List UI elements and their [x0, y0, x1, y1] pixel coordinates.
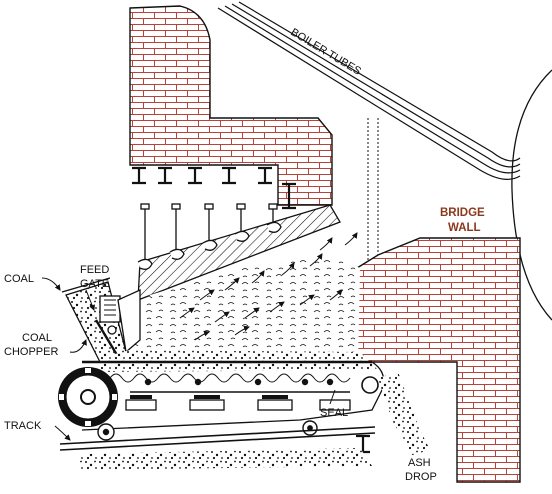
- boiler-tubes: [217, 1, 521, 180]
- coal-chopper-label-line2: CHOPPER: [4, 346, 58, 358]
- feed-gate-label-line2: GATE: [80, 278, 109, 290]
- furnace-arch-brickwork: [129, 5, 333, 206]
- bridge-wall: [356, 237, 521, 483]
- feed-gate-label-line1: FEED: [80, 264, 109, 276]
- track-wheels: [97, 420, 318, 441]
- bridge-wall-label-line2: WALL: [448, 222, 481, 234]
- leader-lines: [41, 277, 336, 441]
- front-sprocket: [58, 367, 118, 427]
- bridge-wall-label-line1: BRIDGE: [440, 207, 485, 219]
- ash-drop: [378, 372, 430, 455]
- ash-layer: [80, 448, 372, 470]
- track-label: TRACK: [4, 420, 42, 432]
- arch-i-beams: [132, 166, 296, 210]
- gas-flow-arrows: [179, 232, 358, 341]
- coal-chopper: [94, 319, 122, 361]
- suspended-arch: [137, 203, 341, 301]
- feed-gate: [99, 288, 141, 354]
- boiler-drum: [511, 69, 552, 321]
- seal-label: SEAL: [320, 407, 348, 419]
- chain-grate: [81, 360, 385, 431]
- ash-drop-label-line2: DROP: [405, 471, 437, 483]
- fuel-bed: [128, 255, 360, 362]
- rear-idler: [361, 376, 379, 394]
- coal-label: COAL: [4, 273, 34, 285]
- ash-drop-label-line1: ASH: [408, 457, 431, 469]
- track-rails: [59, 426, 376, 454]
- coal-chopper-label-line1: COAL: [22, 332, 52, 344]
